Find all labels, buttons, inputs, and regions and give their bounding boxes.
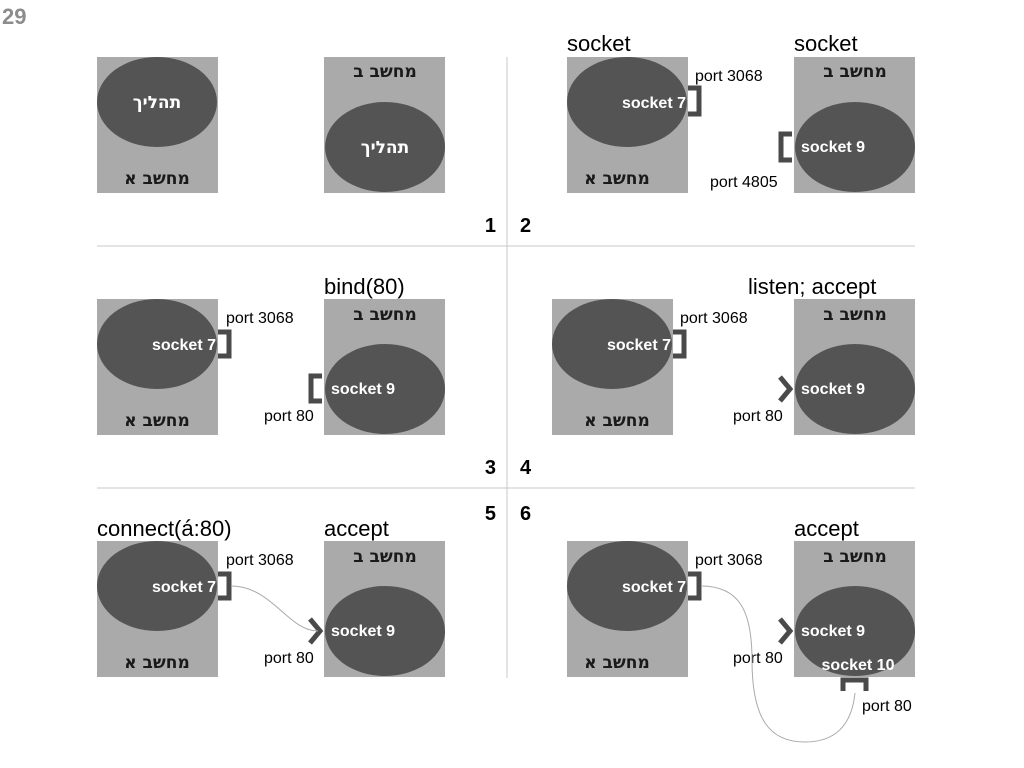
slide-number: 29 (2, 4, 26, 29)
socket-9-label: socket 9 (801, 623, 865, 640)
computer-a-label: מחשב א (124, 169, 190, 189)
port-80-label: port 80 (264, 408, 314, 425)
panel-number-2: 2 (520, 215, 531, 237)
panel-4: listen; accept socket 7 מחשב א port 3068… (552, 274, 915, 435)
port-bracket-icon (840, 677, 869, 691)
panel-number-4: 4 (520, 457, 532, 479)
socket-ellipse (325, 586, 445, 676)
port-3068-label: port 3068 (680, 310, 748, 327)
process-label: תהליך (361, 138, 409, 158)
socket-7-label: socket 7 (152, 337, 216, 354)
listening-port-chevron-icon (778, 617, 794, 645)
panel-number-3: 3 (485, 457, 496, 479)
caption-socket: socket (794, 31, 858, 56)
port-80-label: port 80 (264, 650, 314, 667)
caption-listen-accept: listen; accept (748, 274, 876, 299)
panel-number-5: 5 (485, 503, 496, 525)
computer-a-label: מחשב א (584, 411, 650, 431)
port-bracket-icon (778, 131, 792, 163)
socket-7-label: socket 7 (622, 95, 686, 112)
computer-a-label: מחשב א (584, 169, 650, 189)
socket-9-label: socket 9 (801, 381, 865, 398)
socket-9-label: socket 9 (331, 381, 395, 398)
caption-socket: socket (567, 31, 631, 56)
port-3068-label: port 3068 (695, 68, 763, 85)
socket-ellipse (795, 344, 915, 434)
port-80-label: port 80 (862, 698, 912, 715)
port-3068-label: port 3068 (695, 552, 763, 569)
socket-ellipse (97, 299, 217, 389)
panel-number-6: 6 (520, 503, 531, 525)
listening-port-chevron-icon (778, 375, 794, 403)
socket-7-label: socket 7 (152, 579, 216, 596)
socket-ellipse (567, 541, 687, 631)
socket-7-label: socket 7 (607, 337, 671, 354)
computer-b-label: מחשב ב (823, 62, 887, 82)
computer-b-label: מחשב ב (353, 305, 417, 325)
socket-ellipse (795, 586, 915, 676)
port-bracket-icon (308, 373, 322, 404)
port-bracket-icon (218, 571, 232, 601)
computer-a-label: מחשב א (584, 653, 650, 673)
process-ellipse (325, 102, 445, 192)
computer-b-label: מחשב ב (353, 547, 417, 567)
socket-10-label: socket 10 (822, 657, 895, 674)
socket-7-label: socket 7 (622, 579, 686, 596)
process-label: תהליך (133, 93, 181, 113)
panel-6: accept socket 7 מחשב א port 3068 מחשב ב … (567, 516, 915, 743)
port-3068-label: port 3068 (226, 552, 294, 569)
port-bracket-icon (673, 329, 687, 359)
port-bracket-icon (688, 571, 702, 601)
panel-1: תהליך מחשב א מחשב ב תהליך (97, 57, 445, 193)
panel-5: connect(á:80) accept socket 7 מחשב א por… (97, 516, 445, 677)
caption-accept: accept (324, 516, 389, 541)
socket-ellipse (97, 541, 217, 631)
caption-connect: connect(á:80) (97, 516, 232, 541)
caption-accept: accept (794, 516, 859, 541)
socket-ellipse (325, 344, 445, 434)
panel-number-1: 1 (485, 215, 496, 237)
port-bracket-icon (218, 329, 232, 359)
caption-bind: bind(80) (324, 274, 405, 299)
socket-ellipse (567, 57, 687, 147)
computer-b-label: מחשב ב (353, 62, 417, 82)
socket-9-label: socket 9 (331, 623, 395, 640)
port-80-label: port 80 (733, 408, 783, 425)
computer-a-label: מחשב א (124, 653, 190, 673)
port-3068-label: port 3068 (226, 310, 294, 327)
computer-a-label: מחשב א (124, 411, 190, 431)
panel-3: bind(80) socket 7 מחשב א port 3068 מחשב … (97, 274, 445, 435)
port-80-label: port 80 (733, 650, 783, 667)
port-bracket-icon (688, 85, 702, 117)
panel-2: socket socket socket 7 מחשב א port 3068 … (567, 31, 915, 193)
socket-9-label: socket 9 (801, 139, 865, 156)
socket-ellipse (795, 102, 915, 192)
computer-b-label: מחשב ב (823, 547, 887, 567)
port-4805-label: port 4805 (710, 174, 778, 191)
process-ellipse (97, 57, 217, 147)
computer-b-label: מחשב ב (823, 305, 887, 325)
socket-ellipse (552, 299, 672, 389)
connection-line (700, 585, 856, 743)
connection-line (230, 585, 319, 632)
listening-port-chevron-icon (308, 617, 324, 645)
